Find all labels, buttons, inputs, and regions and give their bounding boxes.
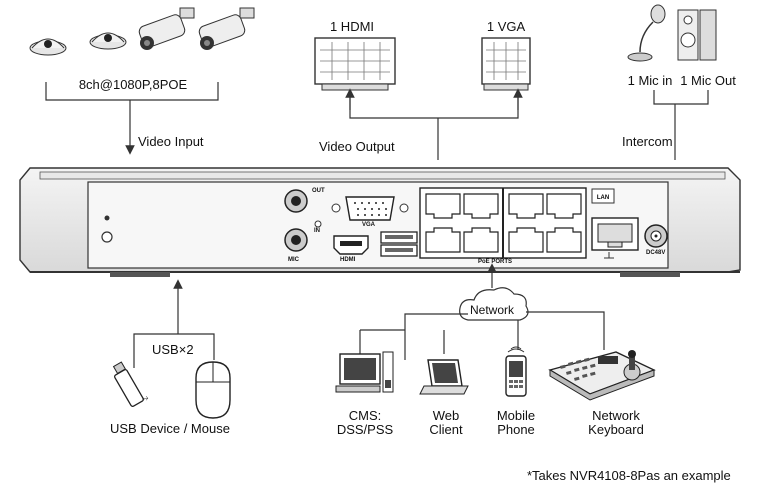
video-input-label: Video Input <box>138 134 204 149</box>
client-cms-label: CMS:DSS/PSS <box>336 408 394 437</box>
hdmi-port-label: HDMI <box>340 257 356 263</box>
dc-power-jack <box>644 224 668 248</box>
bullet-camera-icon <box>138 7 195 50</box>
usb-flash-drive-icon: ⭌ <box>112 361 149 408</box>
vga-port <box>331 196 409 221</box>
dome-camera-icon <box>89 32 127 50</box>
usb-connector <box>133 279 215 368</box>
video-output-label: Video Output <box>319 139 395 154</box>
hdmi-port <box>333 235 369 255</box>
microphone-icon <box>627 4 666 62</box>
poe-ports-block <box>419 187 587 259</box>
dc-port-label: DC48V <box>646 250 666 256</box>
footnote: *Takes NVR4108-8Pas an example <box>527 468 731 483</box>
lan-port: LAN <box>591 188 639 259</box>
svg-text:LAN: LAN <box>597 195 609 201</box>
mouse-icon <box>195 361 231 419</box>
dome-camera-icon <box>29 38 67 56</box>
video-input-connector <box>45 82 219 155</box>
mic-in-jack <box>284 228 308 252</box>
vga-monitor-icon <box>481 37 531 91</box>
mic-out-label: 1 Mic Out <box>680 73 736 88</box>
intercom-connector <box>653 90 709 160</box>
mic-in-label: 1 Mic in <box>627 73 673 88</box>
network-cloud-icon <box>459 287 529 321</box>
mic-port-label: MIC <box>288 257 299 263</box>
desktop-computer-icon <box>335 351 394 393</box>
out-port-label: OUT <box>312 188 325 194</box>
svg-text:⭌: ⭌ <box>142 393 149 402</box>
vga-monitor-label: 1 VGA <box>486 19 526 34</box>
audio-out-jack <box>284 189 308 213</box>
poe-ports-label: PoE PORTS <box>478 259 513 265</box>
camera-caption: 8ch@1080P,8POE <box>78 77 188 92</box>
video-output-connector <box>345 88 523 160</box>
usb-ports <box>380 231 418 257</box>
in-port-label: IN <box>314 228 320 234</box>
network-label: Network <box>470 303 515 317</box>
hdmi-monitor-label: 1 HDMI <box>329 19 375 34</box>
network-keyboard-icon <box>548 350 656 401</box>
usb-count-label: USB×2 <box>152 342 194 357</box>
intercom-label: Intercom <box>622 134 673 149</box>
usb-device-label: USB Device / Mouse <box>110 421 230 436</box>
ground-screw <box>101 215 113 243</box>
mobile-phone-icon <box>505 346 527 397</box>
vga-port-label: VGA <box>362 222 376 228</box>
speaker-icon <box>677 9 717 61</box>
laptop-icon <box>419 359 469 395</box>
bullet-camera-icon <box>198 7 255 50</box>
network-connectors <box>359 263 605 360</box>
hdmi-monitor-icon <box>314 37 396 91</box>
